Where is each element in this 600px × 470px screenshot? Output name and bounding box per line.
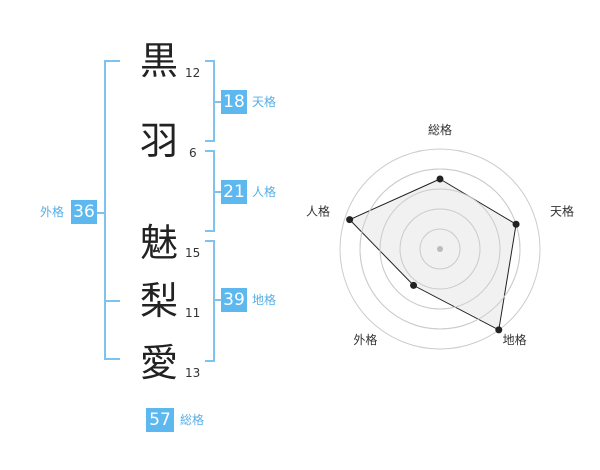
tenkaku-value-badge: 18 <box>221 90 247 114</box>
soukaku-value-badge: 57 <box>146 408 174 432</box>
chikaku-value-badge: 39 <box>221 288 247 312</box>
radar-axis-label-2: 天格 <box>550 203 574 218</box>
radar-center-dot <box>437 246 443 252</box>
radar-point-5 <box>346 216 354 224</box>
radar-points <box>346 175 520 334</box>
radar-grid-ring <box>359 168 521 330</box>
gaikaku-bracket-lower <box>104 300 120 360</box>
stroke-count-2: 6 <box>189 146 197 160</box>
chikaku-connector <box>213 299 221 301</box>
jinkaku-connector <box>213 191 221 193</box>
radar-point-2 <box>512 220 520 228</box>
jinkaku-value-badge: 21 <box>221 180 247 204</box>
radar-axis-label-3: 地格 <box>503 332 527 347</box>
chikaku-label: 地格 <box>252 293 277 307</box>
radar-grid-ring <box>419 228 461 270</box>
stroke-count-3: 15 <box>185 246 201 260</box>
gaikaku-bracket-upper <box>104 60 120 302</box>
radar-area <box>348 178 517 331</box>
gaikaku-connector <box>96 212 104 214</box>
radar-point-1 <box>436 175 444 183</box>
soukaku-label: 総格 <box>180 413 205 427</box>
jinkaku-label: 人格 <box>252 185 277 199</box>
gaikaku-value-badge: 36 <box>71 200 97 224</box>
name-char-1: 黒 <box>140 39 179 83</box>
name-char-2: 羽 <box>140 119 179 163</box>
radar-axis-label-4: 外格 <box>353 332 377 347</box>
stroke-count-5: 13 <box>185 366 201 380</box>
tenkaku-label: 天格 <box>252 95 277 109</box>
radar-axis-label-1: 総格 <box>428 122 452 137</box>
name-char-3: 魅 <box>140 221 179 265</box>
name-char-4: 梨 <box>140 279 179 323</box>
name-char-5: 愛 <box>140 341 179 385</box>
gaikaku-label: 外格 <box>40 205 65 219</box>
radar-point-4 <box>410 281 418 289</box>
stroke-count-4: 11 <box>185 306 201 320</box>
radar-grid-ring <box>399 208 481 290</box>
tenkaku-connector <box>213 101 221 103</box>
radar-grid-ring <box>379 188 501 310</box>
radar-point-3 <box>495 326 503 334</box>
chikaku-bracket <box>205 240 215 362</box>
radar-axis-label-5: 人格 <box>306 203 330 218</box>
stroke-count-1: 12 <box>185 66 201 80</box>
